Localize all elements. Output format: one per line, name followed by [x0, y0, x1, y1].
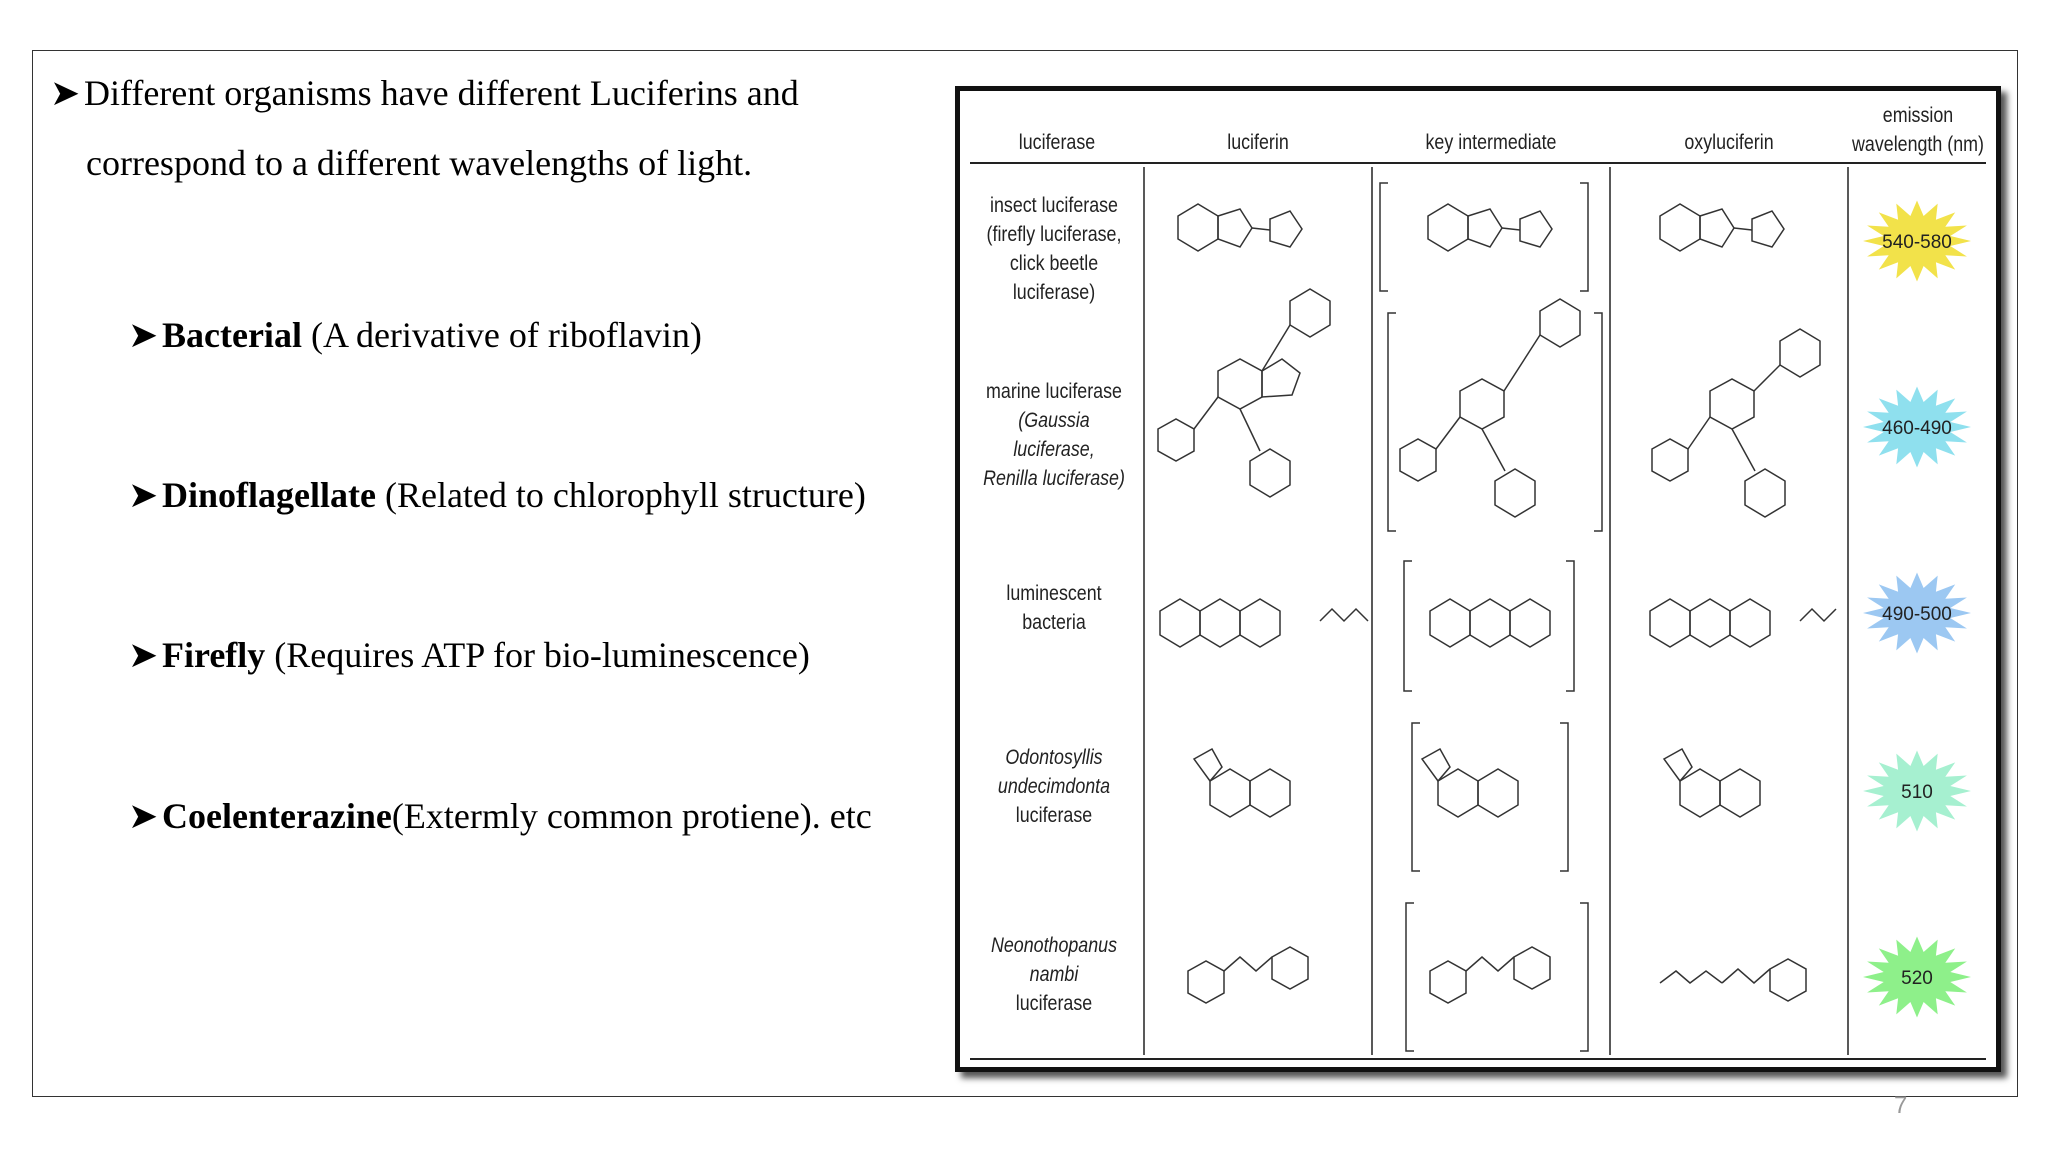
emission-wavelength-label: 510 — [1901, 782, 1933, 803]
bullet-coelenterazine: ➤Coelenterazine(Extermly common protiene… — [128, 795, 872, 838]
header-luciferase: luciferase — [1018, 131, 1096, 154]
molecule-sketch-row2 — [1157, 288, 1821, 532]
header-luciferin: luciferin — [1227, 131, 1289, 154]
emission-wavelength-label: 540-580 — [1882, 232, 1952, 253]
molecule-sketch-row5 — [1187, 902, 1807, 1052]
emission-wavelength-label: 490-500 — [1882, 604, 1952, 625]
emission-wavelength-label: 460-490 — [1882, 418, 1952, 439]
luciferin-table-figure: 540-580 460-490 490-500 510 520 luciferase l… — [955, 86, 2001, 1072]
intro-line-1: ➤Different organisms have different Luci… — [50, 72, 799, 115]
bullet-firefly: ➤Firefly (Requires ATP for bio-luminesce… — [128, 634, 810, 677]
bullet-dinoflagellate: ➤Dinoflagellate (Related to chlorophyll … — [128, 474, 866, 517]
arrow-bullet-icon: ➤ — [128, 796, 159, 836]
arrow-bullet-icon: ➤ — [50, 73, 81, 113]
arrow-bullet-icon: ➤ — [128, 635, 159, 675]
molecule-sketch-row4 — [1192, 722, 1761, 872]
slide-frame — [32, 50, 2018, 1097]
emission-burst-shape — [1863, 386, 1971, 468]
bullet-bacterial: ➤Bacterial (A derivative of riboflavin) — [128, 314, 702, 357]
molecule-sketch-row1 — [1177, 182, 1785, 292]
row1-luciferase-name: insect luciferase(firefly luciferase,cli… — [986, 194, 1122, 304]
emission-burst-shape — [1863, 936, 1971, 1018]
emission-bursts: 540-580 460-490 490-500 510 520 — [1863, 200, 1971, 1018]
arrow-bullet-icon: ➤ — [128, 475, 159, 515]
intro-line-2: correspond to a different wavelengths of… — [86, 143, 753, 183]
row2-luciferase-name: marine luciferase(Gaussia luciferase,Ren… — [983, 380, 1125, 490]
emission-burst-shape — [1863, 750, 1971, 832]
table-grid: 540-580 460-490 490-500 510 520 — [970, 162, 1986, 1060]
emission-burst-shape — [1863, 572, 1971, 654]
emission-burst-shape — [1863, 200, 1971, 282]
molecule-sketch-row3 — [1159, 560, 1837, 692]
arrow-bullet-icon: ➤ — [128, 315, 159, 355]
page-number: 7 — [1894, 1092, 1908, 1119]
emission-wavelength-label: 520 — [1901, 968, 1933, 989]
header-key-intermediate: key intermediate — [1425, 131, 1557, 154]
header-oxyluciferin: oxyluciferin — [1684, 131, 1774, 154]
